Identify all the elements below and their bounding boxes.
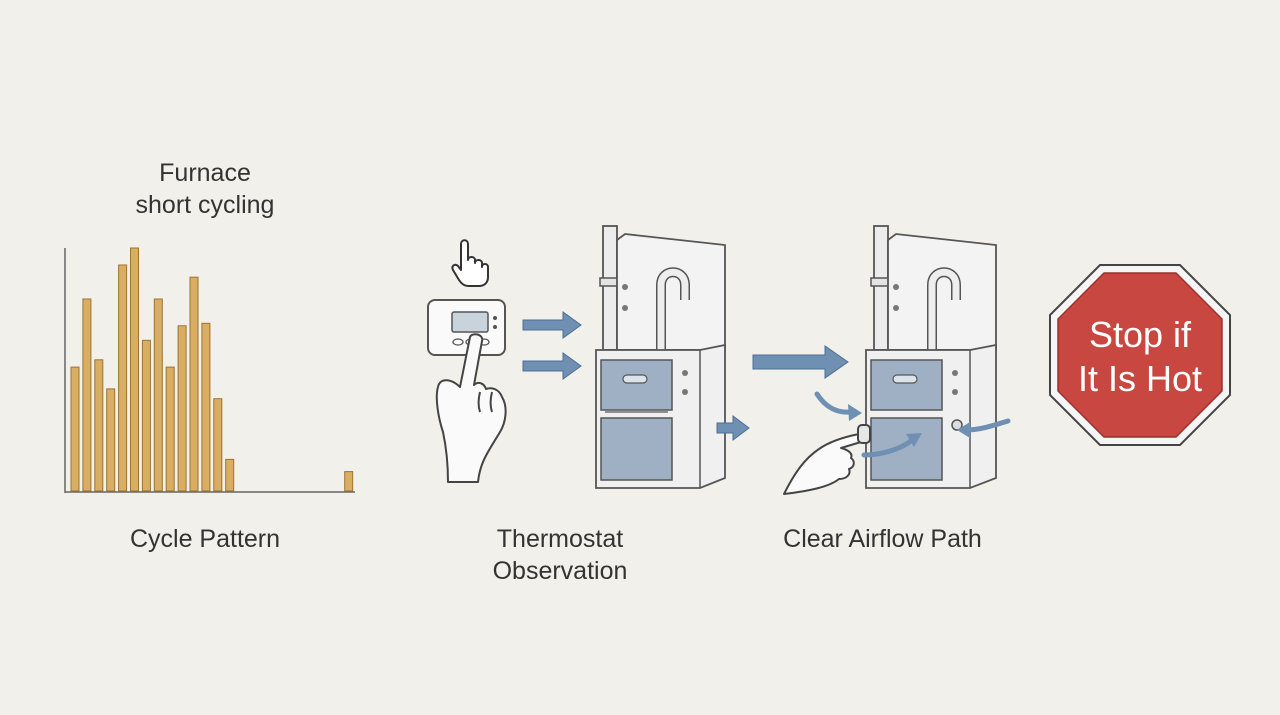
exhaust-arrow [716,415,750,441]
bar [141,339,151,492]
bar [165,366,175,492]
stop-sign-line2: It Is Hot [1078,358,1202,399]
reaching-hand-icon [783,424,871,495]
bar [82,298,92,492]
bar [201,322,211,492]
hand-pointer-icon [451,239,489,287]
bar [106,388,116,492]
furnace-2-icon [865,225,997,489]
thermostat-caption-line1: Thermostat [496,525,624,553]
airflow-arrows-1 [522,311,582,380]
bar [177,325,187,492]
thermostat-caption: Thermostat Observation [450,523,670,587]
bar [70,366,80,492]
cycle-chart [64,247,355,493]
stop-sign-icon: Stop if It Is Hot [1049,264,1231,446]
thermostat-caption-line2: Observation [492,557,628,585]
pressing-hand-icon [435,333,507,483]
bar [153,298,163,492]
bar [130,247,139,492]
transition-arrow [752,345,849,379]
chart-title-line1: Furnace [159,159,251,187]
bar [118,264,128,492]
stop-sign-line1: Stop if [1089,314,1192,355]
furnace-icon [595,225,726,489]
cycle-pattern-caption: Cycle Pattern [129,525,281,553]
bar [94,359,104,492]
curved-arrow-heads [848,404,970,447]
bar [344,471,354,492]
bar [189,276,199,492]
chart-title: Furnace short cycling [105,157,305,221]
airflow-caption: Clear Airflow Path [783,525,982,553]
thermostat-icon [427,299,506,356]
bar [225,458,235,492]
chart-title-line2: short cycling [135,191,275,219]
bar [213,398,223,492]
bars [70,247,354,492]
